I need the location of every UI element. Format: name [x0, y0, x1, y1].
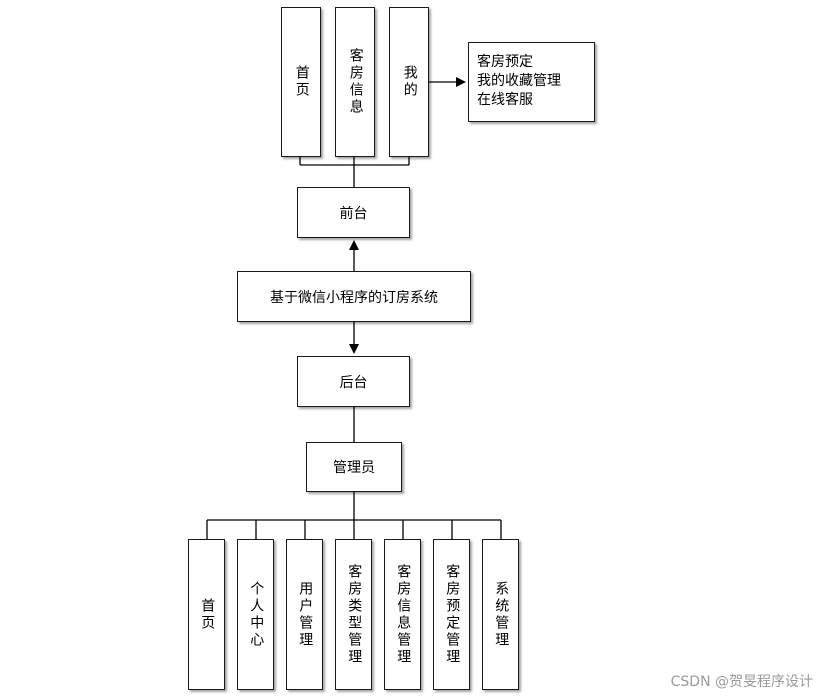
- admin-role-box: 管理员: [306, 442, 402, 492]
- admin-role-title: 管理员: [333, 460, 375, 476]
- frontend-title: 前台: [339, 205, 368, 222]
- backend-module-room-info-management: 客房信息管理: [384, 539, 421, 690]
- frontend-module-room-info: 客房信息: [335, 7, 375, 157]
- frontend-box: 前台: [297, 187, 410, 238]
- mine-item: 我的收藏管理: [477, 73, 561, 89]
- watermark: CSDN @贺旻程序设计: [670, 674, 813, 690]
- backend-module-system-management: 系统管理: [482, 539, 519, 690]
- backend-module-label: 系统管理: [493, 580, 510, 649]
- backend-box: 后台: [297, 356, 410, 407]
- frontend-module-home: 首页: [281, 7, 321, 157]
- backend-module-label: 客房信息管理: [395, 563, 412, 666]
- mine-items-box: 客房预定 我的收藏管理 在线客服: [468, 42, 595, 122]
- backend-module-booking-management: 客房预定管理: [433, 539, 470, 690]
- backend-module-room-type-management: 客房类型管理: [335, 539, 372, 690]
- backend-module-user-management: 用户管理: [286, 539, 323, 690]
- backend-title: 后台: [339, 374, 368, 391]
- system-box: 基于微信小程序的订房系统: [237, 271, 471, 322]
- backend-module-label: 首页: [199, 597, 216, 632]
- backend-module-label: 客房类型管理: [346, 563, 363, 666]
- backend-module-label: 个人中心: [248, 580, 265, 649]
- frontend-module-label: 我的: [401, 65, 418, 99]
- frontend-module-label: 客房信息: [347, 48, 364, 116]
- backend-module-label: 用户管理: [297, 580, 314, 649]
- mine-item: 在线客服: [477, 92, 533, 108]
- frontend-module-label: 首页: [293, 65, 310, 99]
- frontend-module-mine: 我的: [389, 7, 429, 157]
- backend-module-personal-center: 个人中心: [237, 539, 274, 690]
- backend-module-label: 客房预定管理: [444, 563, 461, 666]
- backend-module-home: 首页: [188, 539, 225, 690]
- system-title: 基于微信小程序的订房系统: [270, 289, 438, 306]
- mine-item: 客房预定: [477, 54, 533, 70]
